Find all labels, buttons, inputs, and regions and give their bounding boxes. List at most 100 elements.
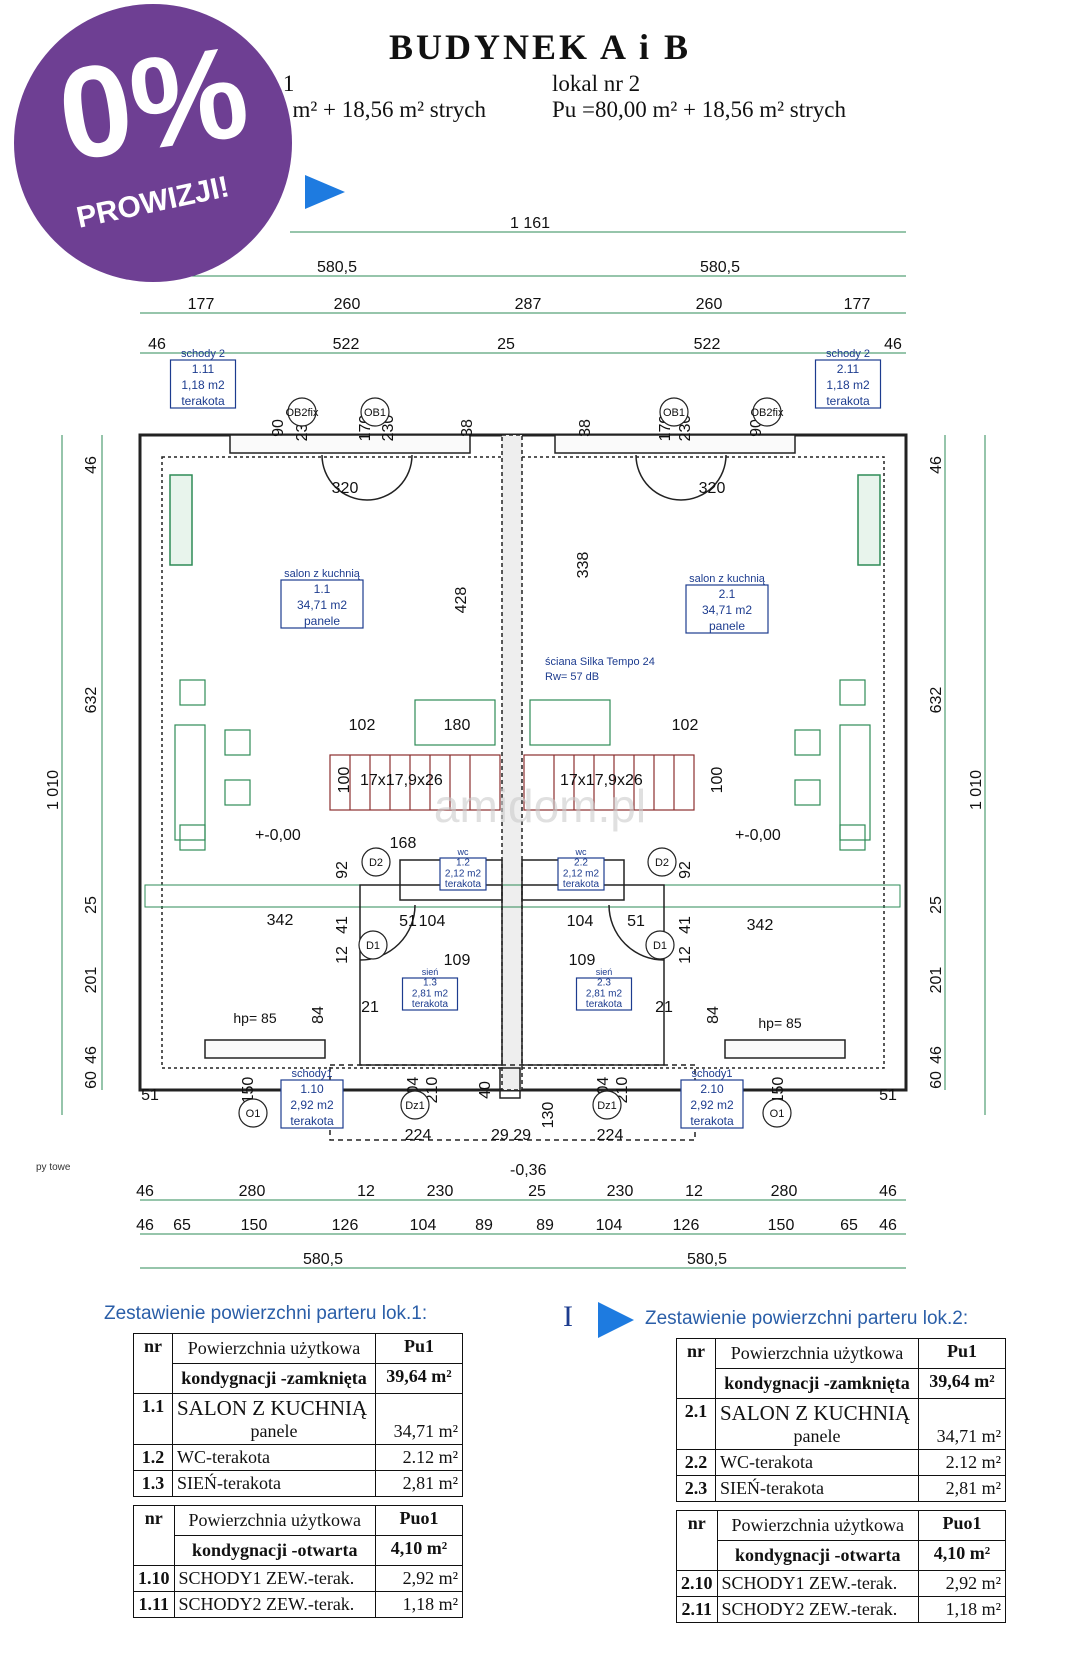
dimension-label: 104 [419,913,446,930]
row-nr: 1.2 [133,1444,173,1471]
dimension-label: 338 [575,552,592,579]
row-value: 2,81 m² [375,1470,463,1497]
col-header-1: Powierzchnia użytkowa [172,1333,376,1364]
dimension-label: 40 [477,1081,494,1099]
opening-marker-label: Dz1 [597,1100,617,1112]
wall-rw: Rw= 57 dB [545,671,599,683]
opening-marker-circle [358,930,388,960]
dimension-label: 25 [928,896,945,914]
table-row: 1.2 WC-terakota 2.12 m² [133,1444,463,1471]
room-code: 2.10 [700,1082,724,1096]
room-code: 2.11 [837,362,860,376]
room-floor: terakota [181,394,225,408]
room-name: salon z kuchnią [689,573,766,585]
room-area: 1,18 m2 [826,378,870,392]
row-name: SCHODY1 ZEW.-terak. [716,1570,919,1597]
opening-marker-circle [752,397,782,427]
opening-marker: D1 [358,930,388,960]
row-name: SALON Z KUCHNIĄ [720,1401,911,1425]
row-nr: 1.3 [133,1470,173,1497]
dimension-label: 92 [334,861,351,879]
dimension-label: 260 [334,296,361,313]
room-floor: terakota [290,1114,334,1128]
dimension-label: 25 [497,336,515,353]
dimension-label: 210 [424,1077,441,1104]
dimension-label: 109 [444,952,471,969]
level-left: +-0,00 [255,827,301,844]
dimension-label: 320 [699,480,726,497]
dimension-label: 342 [747,917,774,934]
dimension-label: 126 [673,1217,700,1234]
commission-badge: 0% PROWIZJI! [14,4,292,282]
dimension-label: 224 [597,1127,624,1144]
row-value: 2.12 m² [918,1449,1006,1476]
dimension-label: 201 [83,967,100,994]
pu-value: 39,64 m² [918,1368,1006,1399]
opening-marker: O1 [762,1098,792,1128]
room-area: 34,71 m2 [297,598,347,612]
window-bottom-right [724,1039,846,1059]
dimension-lines [61,231,986,1269]
dimension-label: 224 [405,1127,432,1144]
room-name: wc [457,847,469,857]
room-floor: terakota [563,879,600,890]
table-row: 2.1 SALON Z KUCHNIĄ panele 34,71 m² [676,1398,1006,1450]
opening-marker: Dz1 [400,1090,430,1120]
row-nr: 2.11 [676,1596,718,1623]
row-nr: 2.2 [676,1449,716,1476]
opening-marker-circle [287,397,317,427]
opening-marker-circle [592,1090,622,1120]
room-label-frame [685,584,769,634]
table-row: 2.3 SIEŃ-terakota 2,81 m² [676,1475,1006,1502]
room-area: 2,12 m2 [563,868,600,879]
dimension-label: 522 [694,336,721,353]
dimension-label: 46 [884,336,902,353]
dimension-label: 104 [567,913,594,930]
dimension-label: 84 [705,1006,722,1024]
room-name: schody 2 [826,348,870,360]
dimension-label: 89 [475,1217,493,1234]
opening-marker-label: Dz1 [405,1100,425,1112]
row-nr: 1.1 [133,1393,173,1445]
row-sub: panele [250,1421,298,1441]
dimension-label: 46 [136,1217,154,1234]
dimension-label: 177 [188,296,215,313]
dimension-label: 46 [83,1046,100,1064]
table-row: 2.10 SCHODY1 ZEW.-terak. 2,92 m² [676,1570,1006,1597]
dimension-label: 29 29 [491,1127,531,1144]
row-value: 2,81 m² [918,1475,1006,1502]
opening-marker-circle [762,1098,792,1128]
opening-marker: D2 [647,847,677,877]
pu-label: Puo1 [918,1510,1006,1541]
dimension-label: 130 [540,1102,557,1129]
opening-marker: OB1 [659,397,689,427]
opening-marker-label: O1 [770,1108,785,1120]
col-header-2: kondygnacji -otwarta [173,1535,376,1566]
dimension-label: 104 [410,1217,437,1234]
dimension-label: 21 [655,999,673,1016]
row-value: 2,92 m² [375,1565,463,1592]
dimension-label: 260 [696,296,723,313]
level-ext: -0,36 [510,1162,547,1179]
section-arrow-bottom [598,1302,634,1338]
dimension-label: 102 [349,717,376,734]
dimension-label: 230 [607,1183,634,1200]
dimension-label: 280 [239,1183,266,1200]
table-lok1-open: nr Powierzchnia użytkowa Puo1 kondygnacj… [133,1505,463,1618]
opening-marker-circle [659,397,689,427]
row-value: 1,18 m² [375,1591,463,1618]
dimension-label: 632 [83,687,100,714]
window-right-side [857,474,881,566]
row-nr: 1.10 [133,1565,175,1592]
dimension-label: 342 [267,912,294,929]
pu-label: Pu1 [918,1338,1006,1369]
opening-marker-label: OB1 [364,407,386,419]
row-nr: 1.11 [133,1591,175,1618]
window-left-side [169,474,193,566]
dimension-label: 1 161 [510,215,550,232]
row-value: 2,92 m² [918,1570,1006,1597]
opening-marker-label: D1 [366,940,380,952]
dimension-label: 280 [771,1183,798,1200]
dimension-label: 51 [141,1087,159,1104]
